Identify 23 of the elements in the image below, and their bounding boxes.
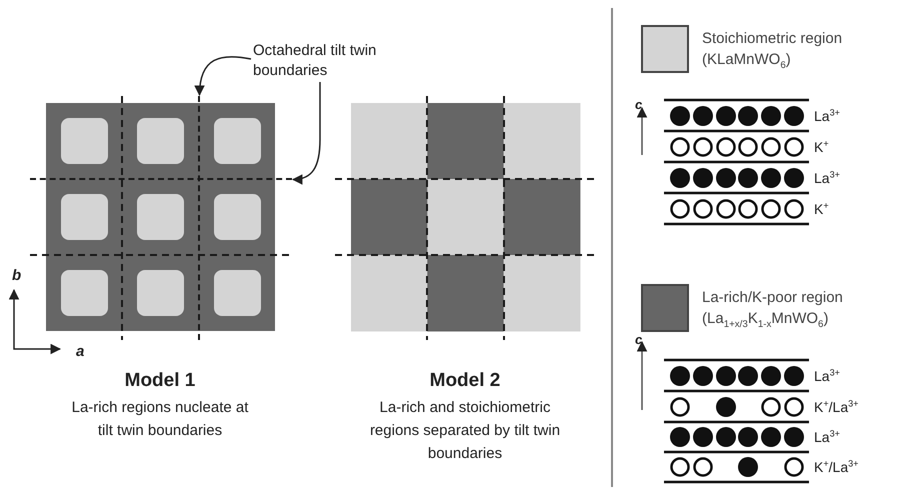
leader-line [194, 56, 252, 96]
axis-label: b [12, 266, 22, 285]
model-title: Model 1 [124, 369, 196, 392]
callout-text: Octahedral tilt twin boundaries [253, 41, 378, 81]
ion-label: K$^{+}$ [814, 138, 830, 156]
axis-label: c [635, 96, 644, 113]
axis-label: c [635, 331, 644, 348]
ion-label: La$^{3+}$ [814, 169, 841, 187]
axis-label: a [76, 342, 86, 361]
boundary-line [198, 96, 201, 340]
legend-text: La-rich/K-poor region (La$_{1+x/3}$K$_{1-x}$MnWO$_{6}$) [702, 288, 844, 329]
model-description: La-rich regions nucleate at tilt twin boundaries [70, 398, 250, 441]
leader-line [292, 82, 321, 184]
ion-label: La$^{3+}$ [814, 367, 841, 385]
model-description: La-rich and stoichiometric regions separated by tilt twin boundaries [368, 398, 562, 464]
ion-label: La$^{3+}$ [814, 428, 841, 446]
legend-text: Stoichiometric region (KLaMnWO$_{6}$) [702, 29, 844, 70]
model-title: Model 2 [428, 369, 502, 392]
ion-label: K$^{+}$ [814, 200, 830, 218]
boundary-line [30, 178, 292, 181]
ion-label: K$^{+}$/La$^{3+}$ [814, 398, 860, 416]
ion-label: K$^{+}$/La$^{3+}$ [814, 458, 860, 476]
ion-label: La$^{3+}$ [814, 107, 841, 125]
